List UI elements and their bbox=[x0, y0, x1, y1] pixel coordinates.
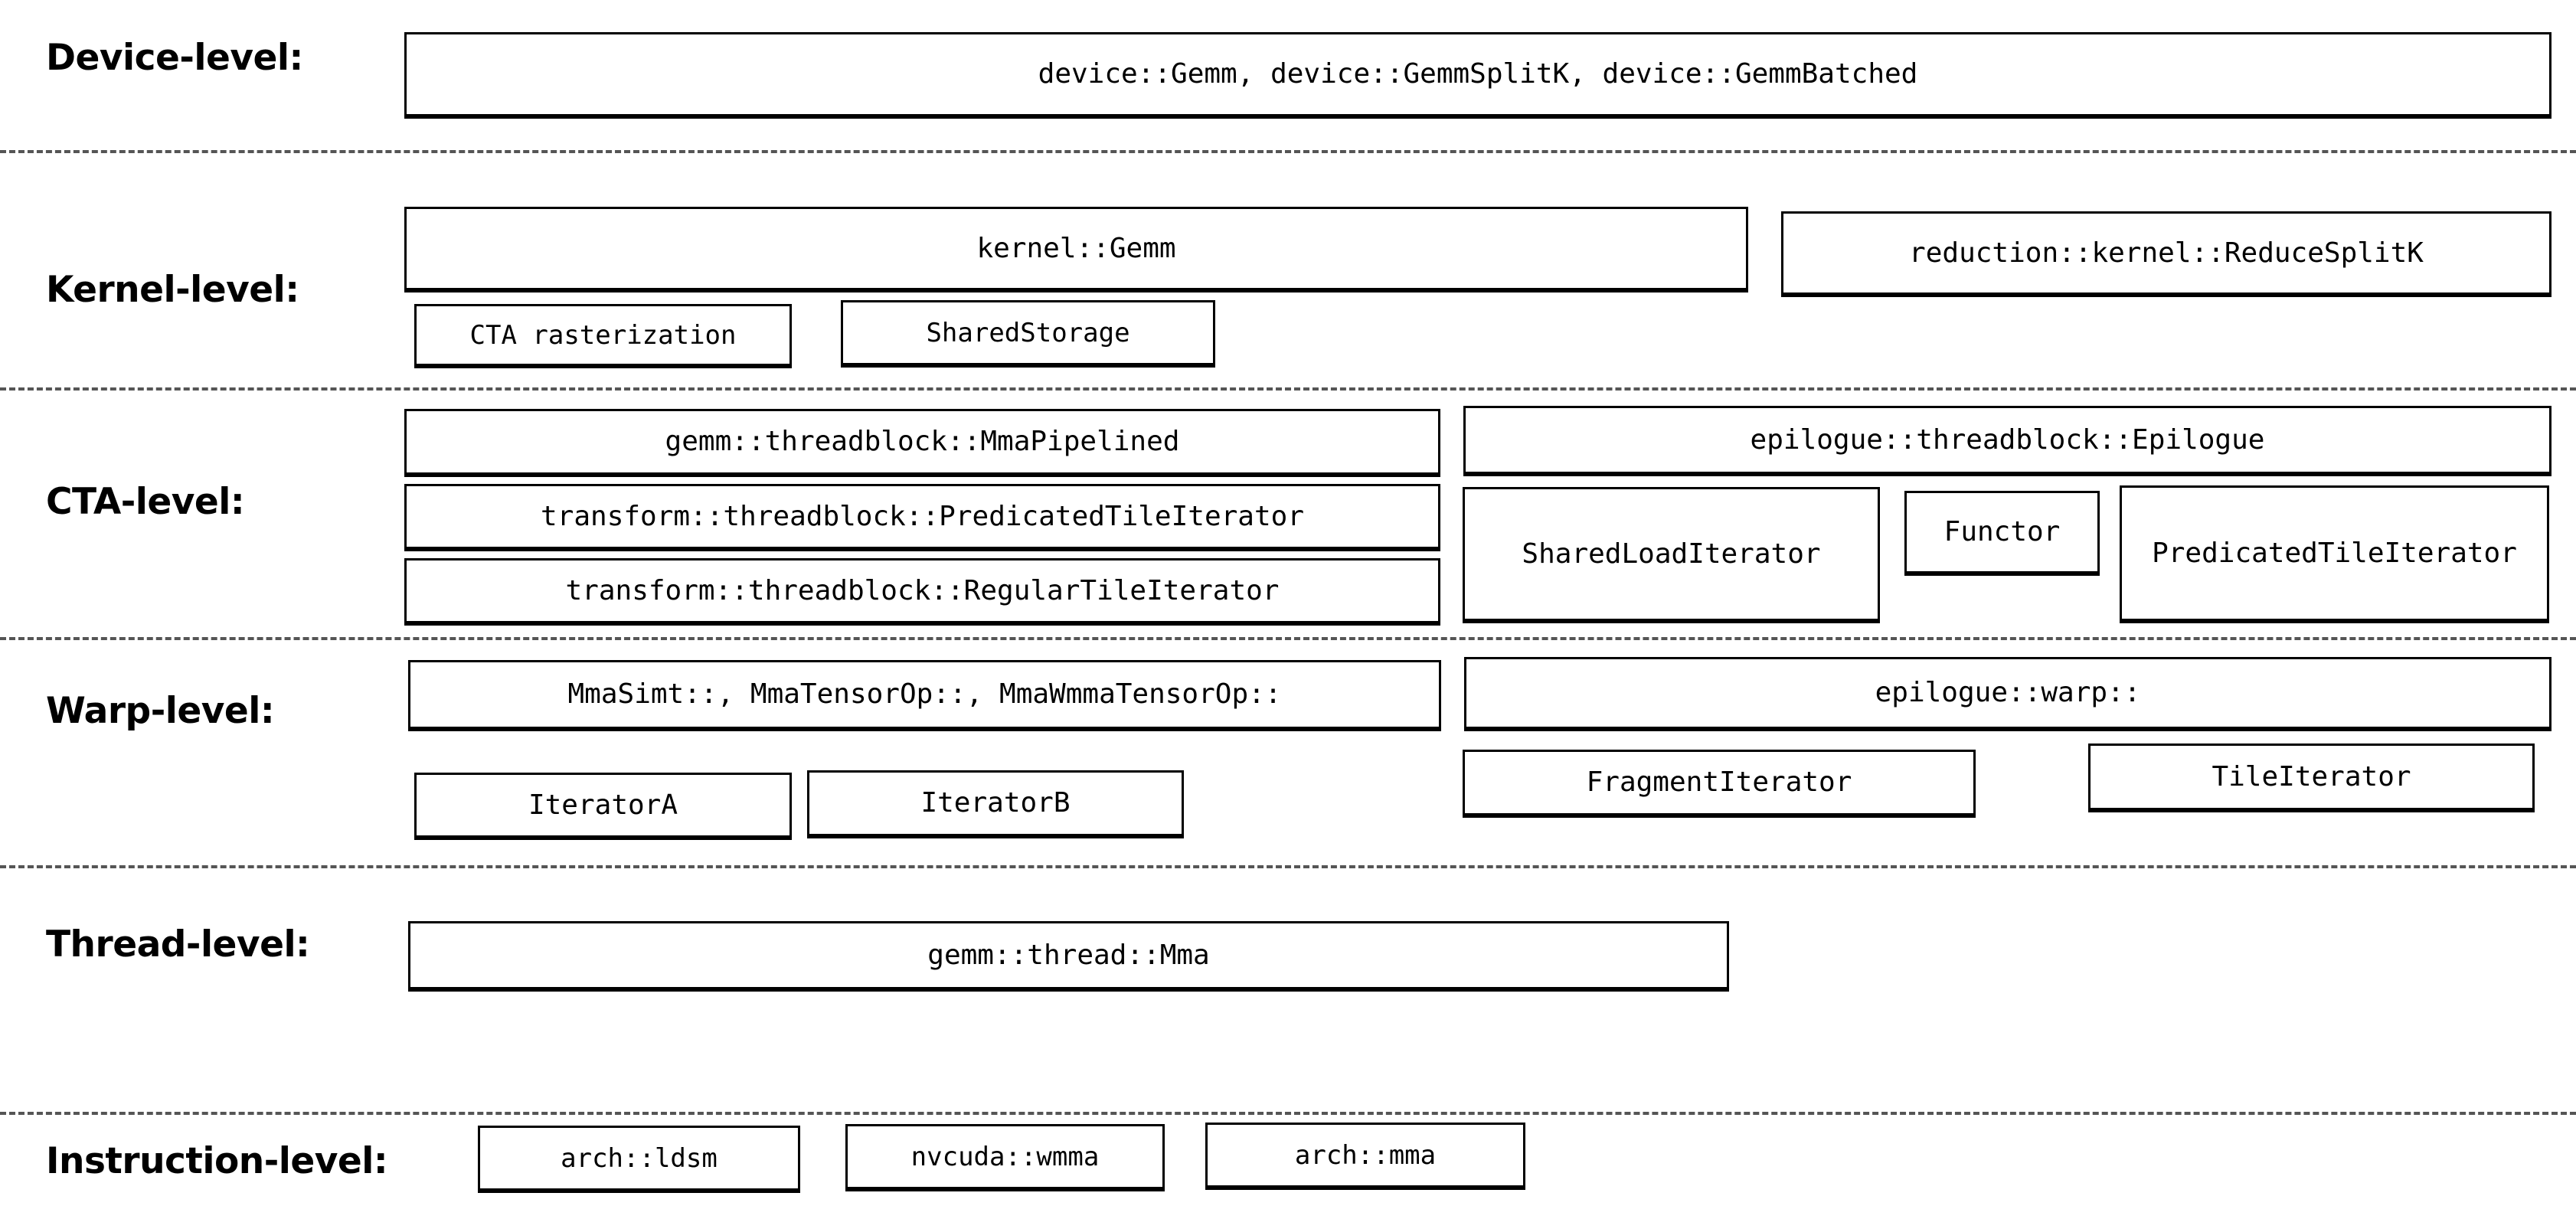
divider-thread-instruction bbox=[0, 1112, 2576, 1115]
node-epilogue-predicatedtileiterator[interactable]: PredicatedTileIterator bbox=[2120, 485, 2549, 623]
node-label: device::Gemm, device::GemmSplitK, device… bbox=[1038, 58, 1918, 90]
node-label: arch::ldsm bbox=[561, 1142, 718, 1174]
divider-cta-warp bbox=[0, 637, 2576, 640]
node-label: epilogue::warp:: bbox=[1875, 677, 2141, 708]
node-epilogue-threadblock-epilogue[interactable]: epilogue::threadblock::Epilogue bbox=[1463, 406, 2551, 476]
node-label: FragmentIterator bbox=[1586, 766, 1852, 798]
node-nvcuda-wmma[interactable]: nvcuda::wmma bbox=[845, 1124, 1165, 1191]
node-gemm-threadblock-mmapipelined[interactable]: gemm::threadblock::MmaPipelined bbox=[404, 409, 1440, 477]
node-fragmentiterator[interactable]: FragmentIterator bbox=[1463, 750, 1976, 818]
node-label: kernel::Gemm bbox=[976, 232, 1176, 264]
node-label: transform::threadblock::RegularTileItera… bbox=[565, 574, 1280, 606]
node-label: gemm::thread::Mma bbox=[927, 939, 1210, 971]
node-label: PredicatedTileIterator bbox=[2152, 537, 2517, 569]
node-iterator-b[interactable]: IteratorB bbox=[807, 770, 1184, 838]
node-gemm-thread-mma[interactable]: gemm::thread::Mma bbox=[408, 921, 1729, 992]
node-label: nvcuda::wmma bbox=[910, 1141, 1100, 1172]
node-label: SharedLoadIterator bbox=[1522, 538, 1821, 570]
node-label: gemm::threadblock::MmaPipelined bbox=[665, 426, 1180, 457]
node-label: epilogue::threadblock::Epilogue bbox=[1750, 423, 2265, 456]
node-iterator-a[interactable]: IteratorA bbox=[414, 773, 792, 840]
node-sharedloaditerator[interactable]: SharedLoadIterator bbox=[1463, 487, 1880, 623]
level-label-cta: CTA-level: bbox=[46, 481, 245, 523]
node-label: reduction::kernel::ReduceSplitK bbox=[1909, 237, 2424, 269]
node-warp-mma-ops[interactable]: MmaSimt::, MmaTensorOp::, MmaWmmaTensorO… bbox=[408, 660, 1441, 731]
divider-warp-thread bbox=[0, 865, 2576, 868]
node-label: transform::threadblock::PredicatedTileIt… bbox=[541, 500, 1304, 532]
level-label-device: Device-level: bbox=[46, 37, 303, 79]
node-label: Functor bbox=[1943, 516, 2061, 547]
level-label-instruction: Instruction-level: bbox=[46, 1140, 388, 1182]
node-label: arch::mma bbox=[1294, 1139, 1437, 1171]
node-label: IteratorB bbox=[920, 787, 1071, 819]
node-epilogue-warp[interactable]: epilogue::warp:: bbox=[1464, 657, 2551, 731]
node-label: IteratorA bbox=[528, 789, 678, 821]
level-label-warp: Warp-level: bbox=[46, 690, 275, 732]
node-tileiterator[interactable]: TileIterator bbox=[2088, 743, 2535, 812]
divider-kernel-cta bbox=[0, 387, 2576, 391]
node-transform-threadblock-regulartileiterator[interactable]: transform::threadblock::RegularTileItera… bbox=[404, 558, 1440, 626]
node-label: CTA rasterization bbox=[469, 319, 737, 351]
node-functor[interactable]: Functor bbox=[1904, 491, 2100, 576]
level-label-thread: Thread-level: bbox=[46, 923, 310, 966]
node-transform-threadblock-predicatedtileiterator[interactable]: transform::threadblock::PredicatedTileIt… bbox=[404, 484, 1440, 551]
node-reduction-kernel-reducesplitk[interactable]: reduction::kernel::ReduceSplitK bbox=[1781, 211, 2551, 297]
node-label: TileIterator bbox=[2212, 760, 2411, 793]
node-sharedstorage[interactable]: SharedStorage bbox=[841, 300, 1215, 368]
divider-device-kernel bbox=[0, 150, 2576, 153]
node-cta-rasterization[interactable]: CTA rasterization bbox=[414, 304, 792, 368]
level-label-kernel: Kernel-level: bbox=[46, 269, 299, 311]
node-arch-mma[interactable]: arch::mma bbox=[1205, 1123, 1525, 1190]
node-arch-ldsm[interactable]: arch::ldsm bbox=[478, 1126, 800, 1193]
node-label: SharedStorage bbox=[926, 317, 1130, 348]
node-label: MmaSimt::, MmaTensorOp::, MmaWmmaTensorO… bbox=[567, 678, 1282, 710]
node-kernel-gemm[interactable]: kernel::Gemm bbox=[404, 207, 1748, 292]
node-device-gemm[interactable]: device::Gemm, device::GemmSplitK, device… bbox=[404, 32, 2551, 119]
